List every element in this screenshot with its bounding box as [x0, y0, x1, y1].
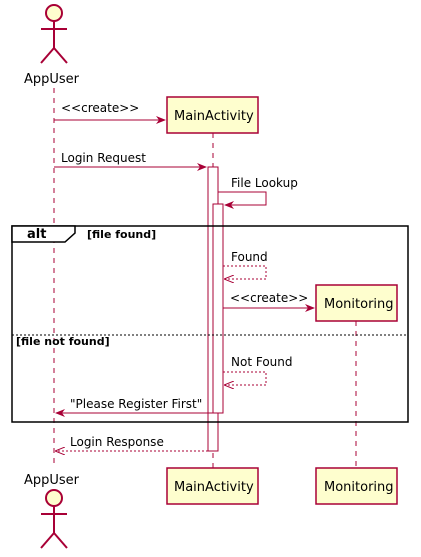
actor-label-appuser-top: AppUser	[24, 72, 80, 87]
actor-label-appuser-bottom: AppUser	[24, 473, 80, 488]
actor-leg-left	[40, 47, 55, 64]
actor-appuser-bottom	[40, 489, 68, 549]
alt-guard-not-found: [file not found]	[16, 335, 110, 348]
actor-head	[45, 489, 63, 507]
message-login-request-label: Login Request	[61, 151, 146, 165]
alt-fragment-frame	[11, 225, 409, 423]
message-create-monitoring-label: <<create>>	[230, 291, 308, 305]
message-found-arrow	[223, 265, 267, 279]
message-create-mainactivity-label: <<create>>	[61, 101, 139, 115]
participant-box-mainactivity-bottom	[166, 467, 259, 505]
participant-box-mainactivity-top	[166, 96, 259, 134]
participant-label-monitoring-bottom: Monitoring	[324, 480, 394, 495]
message-found-label: Found	[231, 250, 268, 264]
actor-leg-right	[53, 532, 68, 549]
participant-box-monitoring-bottom	[315, 467, 398, 505]
actor-head	[45, 4, 63, 22]
actor-leg-right	[53, 47, 68, 64]
message-login-response-label: Login Response	[70, 435, 164, 449]
actor-leg-left	[40, 532, 55, 549]
message-file-lookup-label: File Lookup	[231, 176, 298, 190]
message-not-found-label: Not Found	[231, 355, 292, 369]
alt-fragment-tab	[11, 225, 76, 243]
actor-appuser-top	[40, 4, 68, 64]
participant-label-monitoring-top: Monitoring	[324, 297, 394, 312]
activation-bar-inner	[212, 203, 224, 414]
message-please-register-label: "Please Register First"	[70, 397, 202, 411]
participant-box-monitoring-top	[315, 284, 398, 322]
participant-label-mainactivity-top: MainActivity	[174, 109, 254, 124]
participant-label-mainactivity-bottom: MainActivity	[174, 480, 254, 495]
message-not-found-arrow	[223, 371, 267, 385]
alt-keyword: alt	[27, 227, 46, 242]
message-file-lookup-arrow	[218, 191, 267, 209]
alt-guard-found: [file found]	[87, 228, 156, 241]
